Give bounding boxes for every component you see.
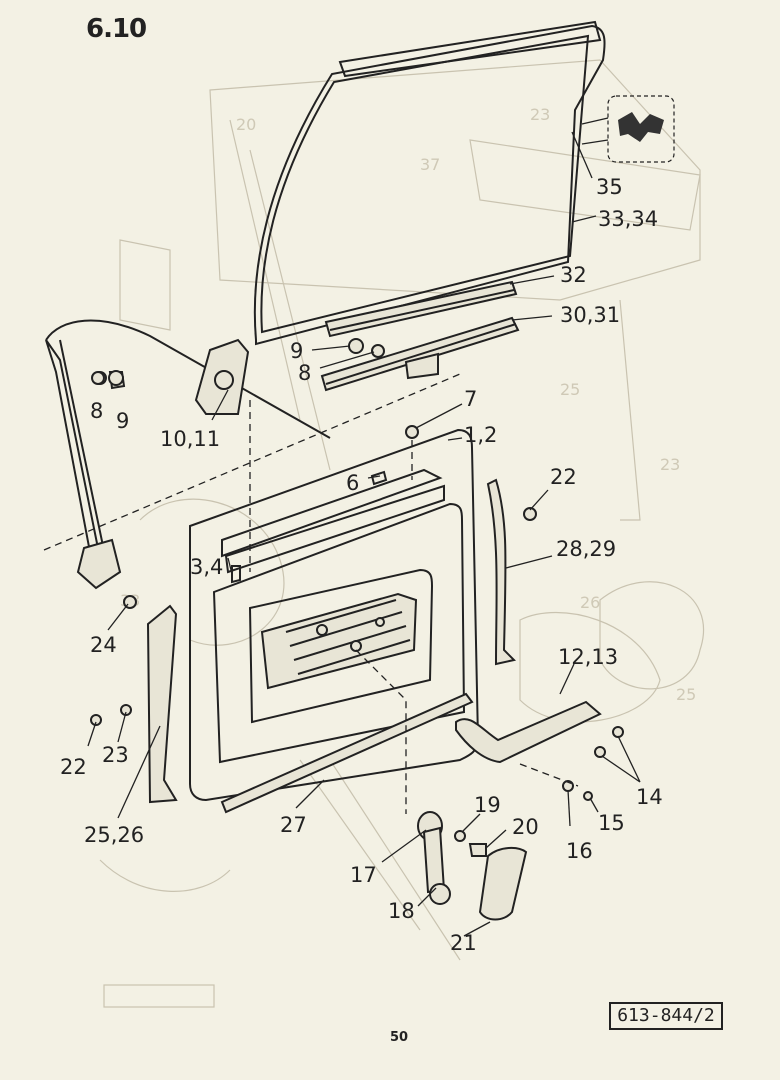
svg-text:37: 37 — [420, 155, 440, 174]
callout-label: 24 — [90, 633, 117, 657]
svg-text:20: 20 — [236, 115, 256, 134]
callout-label: 20 — [512, 815, 539, 839]
arm-rest — [455, 700, 602, 764]
callout-label: 33,34 — [598, 207, 658, 231]
background-ghost-drawing: 20 23 37 23 26 25 33 25 — [99, 59, 705, 1008]
callout-label: 27 — [280, 813, 307, 837]
callout-label: 9 — [290, 339, 303, 363]
callout-label: 23 — [102, 743, 129, 767]
callout-label: 10,11 — [160, 427, 220, 451]
callout-label: 22 — [60, 755, 87, 779]
callout-label: 7 — [464, 387, 477, 411]
door-trim-panel — [189, 425, 480, 802]
callout-label: 12,13 — [558, 645, 618, 669]
page-number: 50 — [390, 1030, 409, 1045]
callout-label: 6 — [346, 471, 359, 495]
svg-text:25: 25 — [676, 685, 696, 704]
callout-label: 8 — [298, 361, 311, 385]
callout-label: 9 — [116, 409, 129, 433]
callout-label: 15 — [598, 811, 625, 835]
callout-label: 22 — [550, 465, 577, 489]
callout-label: 21 — [450, 931, 477, 955]
alignment-lines — [43, 373, 579, 814]
svg-text:23: 23 — [660, 455, 680, 474]
callout-label: 25,26 — [84, 823, 144, 847]
window-glass — [253, 20, 606, 346]
section-title: 6.10 — [86, 14, 147, 44]
svg-text:26: 26 — [580, 593, 600, 612]
drawing-code-box: 613-844/2 — [609, 1002, 723, 1030]
callout-label: 18 — [388, 899, 415, 923]
callout-labels: 35 33,34 32 30,31 9 8 7 1,2 6 22 28,29 8… — [60, 175, 663, 955]
callout-label: 17 — [350, 863, 377, 887]
callout-label: 28,29 — [556, 537, 616, 561]
front-trim-piece — [146, 604, 178, 804]
callout-label: 8 — [90, 399, 103, 423]
mounting-screws — [90, 370, 624, 801]
seal-detail-inset — [581, 95, 675, 163]
window-winder-handle — [417, 811, 528, 921]
callout-label: 1,2 — [464, 423, 497, 447]
svg-text:23: 23 — [530, 105, 550, 124]
lift-channels — [320, 280, 520, 392]
callout-label: 16 — [566, 839, 593, 863]
callout-label: 35 — [596, 175, 623, 199]
callout-label: 19 — [474, 793, 501, 817]
callout-label: 32 — [560, 263, 587, 287]
lower-trim-strip — [220, 692, 474, 814]
callout-label: 14 — [636, 785, 663, 809]
callout-label: 30,31 — [560, 303, 620, 327]
leader-lines — [87, 131, 641, 937]
rear-trim-piece — [486, 478, 516, 666]
callout-label: 3,4 — [190, 555, 223, 579]
svg-text:25: 25 — [560, 380, 580, 399]
